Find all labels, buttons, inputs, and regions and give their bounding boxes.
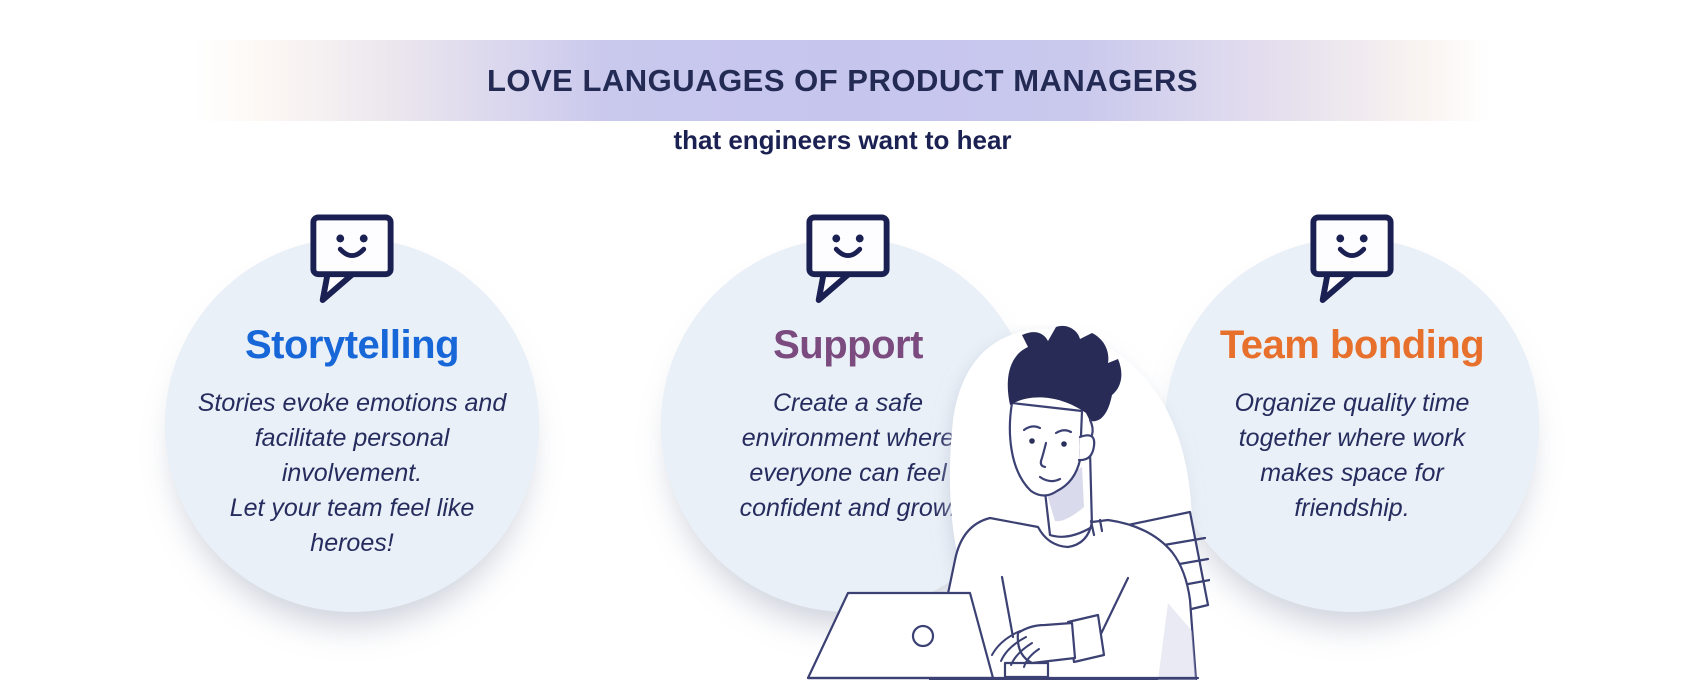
smiley-speech-bubble-icon (310, 214, 394, 303)
card-body-support: Create a safe environment where everyone… (732, 386, 964, 526)
man-typing-on-laptop-illustration (806, 325, 1210, 680)
smiley-speech-bubble-icon (1310, 214, 1394, 303)
hair (1007, 325, 1122, 422)
face (1008, 401, 1084, 497)
card-body-line: Stories evoke emotions and facilitate pe… (197, 389, 507, 487)
card-title-team-bonding: Team bonding (1219, 323, 1485, 367)
laptop (806, 591, 1200, 680)
card-title-storytelling: Storytelling (244, 323, 460, 367)
card-body-line: Organize quality time together where wor… (1234, 389, 1470, 522)
smiley-speech-bubble-icon (806, 214, 890, 303)
page-title: LOVE LANGUAGES OF PRODUCT MANAGERS (486, 63, 1199, 98)
card-storytelling: Storytelling Stories evoke emotions and … (165, 238, 539, 612)
card-title-support: Support (773, 323, 923, 367)
card-body-line: Let your team feel like heroes! (229, 494, 475, 557)
card-body-team-bonding: Organize quality time together where wor… (1221, 386, 1483, 526)
sweater (928, 516, 1198, 680)
card-body-line: Create a safe environment where everyone… (739, 389, 957, 522)
hand (1016, 621, 1077, 665)
header-band: LOVE LANGUAGES OF PRODUCT MANAGERS (195, 40, 1490, 121)
page-subtitle: that engineers want to hear (673, 125, 1012, 155)
card-team-bonding: Team bonding Organize quality time toget… (1165, 238, 1539, 612)
card-body-storytelling: Stories evoke emotions and facilitate pe… (196, 386, 508, 561)
